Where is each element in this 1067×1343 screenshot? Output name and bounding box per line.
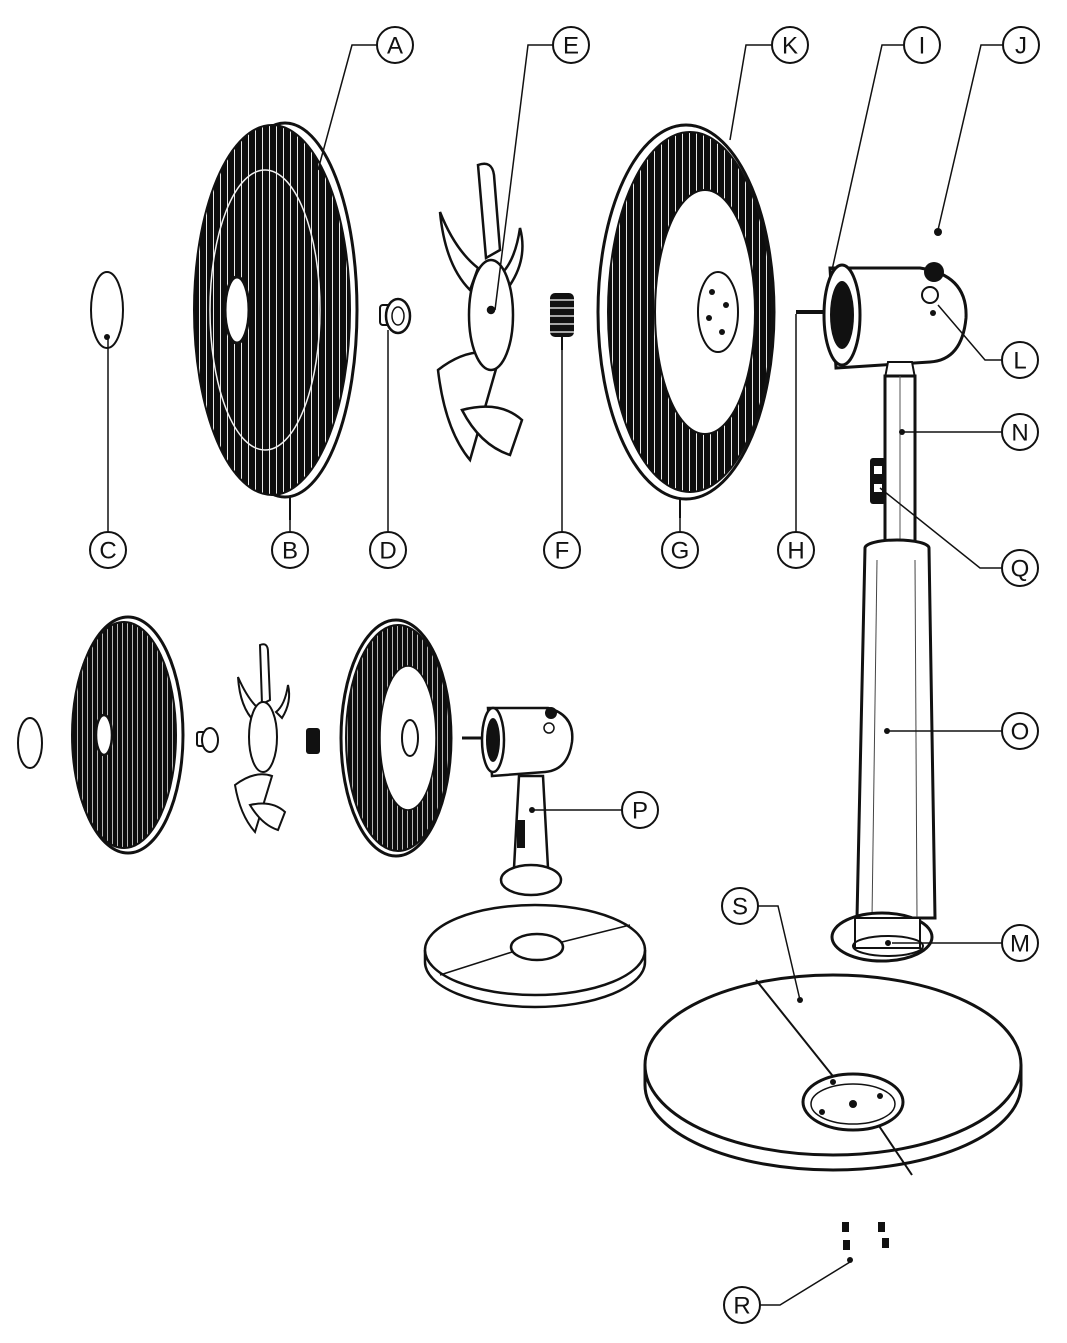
- height-adjust-clamp: [870, 458, 886, 504]
- table-fan-nut: [306, 728, 320, 754]
- upper-pole: [883, 374, 917, 550]
- callout-E: E: [552, 26, 590, 64]
- svg-text:C: C: [99, 538, 116, 565]
- callout-Q: Q: [1001, 549, 1039, 587]
- callout-K: K: [771, 26, 809, 64]
- table-fan-stand-body: [499, 774, 563, 897]
- table-fan-front-grille: [71, 615, 185, 855]
- pole-base-collar: [830, 911, 934, 963]
- table-fan-rear-grille: [339, 618, 453, 858]
- callout-C: C: [89, 531, 127, 569]
- table-fan-motor: [462, 706, 574, 778]
- svg-text:M: M: [1010, 931, 1030, 958]
- callout-R: R: [723, 1286, 761, 1324]
- locking-nut: [548, 293, 576, 350]
- table-fan-spinner: [196, 727, 219, 753]
- table-fan-ring: [17, 717, 43, 769]
- svg-text:I: I: [919, 33, 926, 60]
- callout-O: O: [1001, 712, 1039, 750]
- motor-housing: [796, 228, 968, 379]
- callout-A: A: [376, 26, 414, 64]
- callout-H: H: [777, 531, 815, 569]
- svg-text:G: G: [671, 538, 690, 565]
- svg-text:Q: Q: [1011, 556, 1030, 583]
- callout-M: M: [1001, 924, 1039, 962]
- callout-S: S: [721, 887, 759, 925]
- callout-N: N: [1001, 413, 1039, 451]
- front-badge-ring: [90, 271, 124, 349]
- callout-P: P: [621, 791, 659, 829]
- svg-text:D: D: [379, 538, 396, 565]
- svg-text:K: K: [782, 33, 798, 60]
- callout-G: G: [661, 531, 699, 569]
- svg-text:R: R: [733, 1293, 750, 1320]
- callout-I: I: [903, 26, 941, 64]
- svg-text:J: J: [1015, 33, 1027, 60]
- base-screws: [842, 1222, 889, 1263]
- lower-pole: [855, 538, 937, 920]
- svg-text:B: B: [282, 538, 298, 565]
- table-fan-blade: [233, 643, 291, 835]
- svg-text:L: L: [1013, 348, 1026, 375]
- svg-text:P: P: [632, 798, 648, 825]
- fan-blade: [436, 162, 524, 463]
- table-fan-base-plate: [423, 903, 647, 1009]
- callout-leaders: [107, 44, 1003, 1306]
- svg-text:N: N: [1011, 420, 1028, 447]
- callout-D: D: [369, 531, 407, 569]
- rear-grille: [596, 123, 776, 518]
- callout-J: J: [1002, 26, 1040, 64]
- svg-text:F: F: [555, 538, 570, 565]
- svg-text:E: E: [563, 33, 579, 60]
- spinner-cap: [379, 297, 412, 335]
- callout-B: B: [271, 531, 309, 569]
- floor-base-plate: [643, 973, 1023, 1176]
- svg-text:S: S: [732, 894, 748, 921]
- svg-text:O: O: [1011, 719, 1030, 746]
- front-grille: [193, 121, 359, 520]
- svg-text:A: A: [387, 33, 403, 60]
- callout-L: L: [1001, 341, 1039, 379]
- callout-F: F: [543, 531, 581, 569]
- svg-text:H: H: [787, 538, 804, 565]
